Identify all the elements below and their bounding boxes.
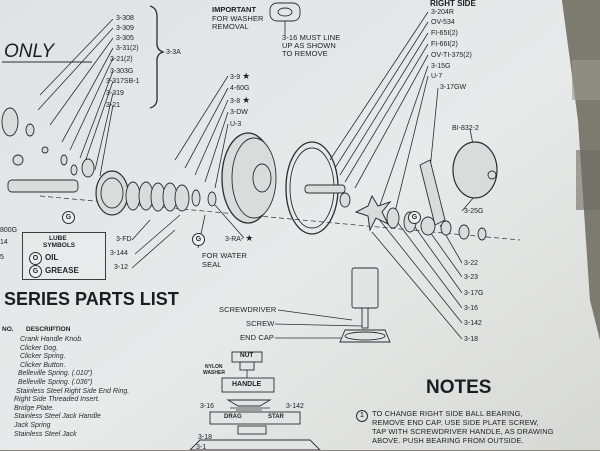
screwdriver-label: SCREWDRIVER <box>219 305 277 314</box>
list-item: Jack Spring <box>14 421 51 429</box>
list-item: Clicker Button. <box>20 361 66 369</box>
callout-ov-ti-375: OV-TI-375(2) <box>431 52 472 59</box>
callout-3-25g: 3-25G <box>464 208 484 215</box>
callout-3-144: 3-144 <box>110 250 128 257</box>
callout-3-31-2: 3-31(2) <box>116 45 139 52</box>
list-item: Stainless Steel Jack Handle <box>14 413 101 421</box>
list-item: Clicker Spring. <box>20 353 66 361</box>
list-item: Stainless Steel Right Side End Ring. <box>16 387 130 395</box>
callout-3-319: 3-319 <box>106 90 124 97</box>
assembly-3-16-label: 3-16 <box>200 403 215 410</box>
edge-label-14: 14 <box>0 239 8 246</box>
notes-title: NOTES <box>426 377 492 398</box>
callout-bi-832-2: BI-832-2 <box>452 125 479 132</box>
drag-label: DRAG <box>224 414 242 420</box>
note-line-4: ABOVE. PUSH BEARING FROM OUTSIDE. <box>372 436 524 445</box>
list-item: Crank Handle Knob. <box>20 336 84 343</box>
important-title: IMPORTANT <box>212 5 257 14</box>
star-icon: ★ <box>242 95 251 105</box>
list-item: Belleville Spring. (.036") <box>18 378 93 386</box>
important-sub-2: REMOVAL <box>212 22 249 31</box>
lube-symbols-box: LUBE SYMBOLS O OIL G GREASE <box>22 232 106 280</box>
star-icon: ★ <box>242 71 251 81</box>
water-seal-2: SEAL <box>202 260 222 269</box>
assembly-3-142-label: 3-142 <box>286 403 304 410</box>
star-label: STAR <box>268 414 284 420</box>
callout-3-17g: 3-17G <box>464 290 484 297</box>
grease-badge: G <box>62 211 75 224</box>
callout-3-22: 3-22 <box>464 260 479 267</box>
callout-u-3: U-3 <box>230 121 242 128</box>
callout-ov-534: OV-534 <box>431 19 455 26</box>
oil-label: OIL <box>45 253 59 262</box>
lube-title-1: LUBE <box>49 235 67 242</box>
callout-3-303g: 3-303G <box>110 68 134 75</box>
callout-3-308: 3-308 <box>116 15 134 22</box>
callout-3-142: 3-142 <box>464 320 482 327</box>
assembly-3-1-label: 3-1 <box>196 444 207 451</box>
note-number: 1 <box>356 410 368 422</box>
col-no-header: NO. <box>2 326 14 333</box>
nut-label: NUT <box>240 352 254 359</box>
edge-label-800g: 800G <box>0 227 18 234</box>
callout-3-204r: 3-204R <box>431 9 454 16</box>
callout-3-16: 3-16 <box>464 305 479 312</box>
callout-3-21: 3-21 <box>106 102 121 109</box>
callout-3-317sb-1: 3-317SB-1 <box>106 78 140 85</box>
must-line-1: 3-16 MUST LINE <box>282 33 341 42</box>
list-item: Bridge Plate. <box>14 404 55 412</box>
col-desc-header: DESCRIPTION <box>26 326 71 333</box>
important-sub-1: FOR WASHER <box>212 14 264 23</box>
edge-label-5: 5 <box>0 254 4 261</box>
list-item: Stainless Steel Jack <box>14 430 77 438</box>
callout-3-23: 3-23 <box>464 274 479 281</box>
callout-3-9: 3-9 ★ <box>230 71 251 82</box>
callout-3-ra: 3-RA- ★ <box>225 233 254 244</box>
only-title: ONLY <box>4 41 54 62</box>
callout-3-fd: 3-FD <box>116 236 132 243</box>
parts-list: Crank Handle Knob. Clicker Dog. Clicker … <box>14 336 129 439</box>
callout-3-dw: 3-DW <box>230 109 248 116</box>
right-side-title: RIGHT SIDE <box>430 0 476 8</box>
screw-label: SCREW <box>246 319 275 328</box>
list-item: Belleville Spring. (.010") <box>18 370 93 378</box>
oil-icon: O <box>29 252 42 265</box>
water-seal-1: FOR WATER <box>202 251 248 260</box>
callout-fi-65i: FI-65I(2) <box>431 30 458 37</box>
grease-icon: G <box>29 265 42 278</box>
must-line-3: TO REMOVE <box>282 49 328 58</box>
star-icon: ★ <box>245 233 254 243</box>
must-line-2: UP AS SHOWN <box>282 41 336 50</box>
callout-3-309: 3-309 <box>116 25 134 32</box>
grease-label: GREASE <box>45 266 79 275</box>
callout-u-7: U-7 <box>431 73 443 80</box>
grease-badge: G <box>192 233 205 246</box>
callout-fi-66i: FI-66I(2) <box>431 41 458 48</box>
callout-4-60g: 4-60G <box>230 85 250 92</box>
handle-label: HANDLE <box>232 381 262 388</box>
callout-3-12: 3-12 <box>114 264 129 271</box>
parts-list-title: SERIES PARTS LIST <box>4 289 179 309</box>
lube-title-2: SYMBOLS <box>43 242 76 249</box>
note-line-2: REMOVE END CAP. USE SIDE PLATE SCREW, <box>372 418 539 427</box>
end-cap-label: END CAP <box>240 333 275 342</box>
list-item: Right Side Threaded Insert. <box>14 396 100 404</box>
callout-3-17gw: 3-17GW <box>440 84 467 91</box>
nylon-washer-label-1: NYLON <box>205 364 223 370</box>
callout-3-21-2: 3-21(2) <box>110 56 133 63</box>
note-line-3: TAP WITH SCREWDRIVER HANDLE, AS DRAWING <box>372 427 554 436</box>
callout-3-18: 3-18 <box>464 336 479 343</box>
callout-3-305: 3-305 <box>116 35 134 42</box>
note-line-1: TO CHANGE RIGHT SIDE BALL BEARING, <box>372 409 523 418</box>
callout-3-15g: 3-15G <box>431 63 451 70</box>
bracket-label-3-3a: 3-3A <box>166 49 181 56</box>
assembly-3-18-label: 3-18 <box>198 434 213 441</box>
nylon-washer-label-2: WASHER <box>203 370 225 376</box>
list-item: Clicker Dog. <box>20 344 59 352</box>
callout-3-8: 3-8 ★ <box>230 95 251 106</box>
grease-badge: G <box>408 211 421 224</box>
